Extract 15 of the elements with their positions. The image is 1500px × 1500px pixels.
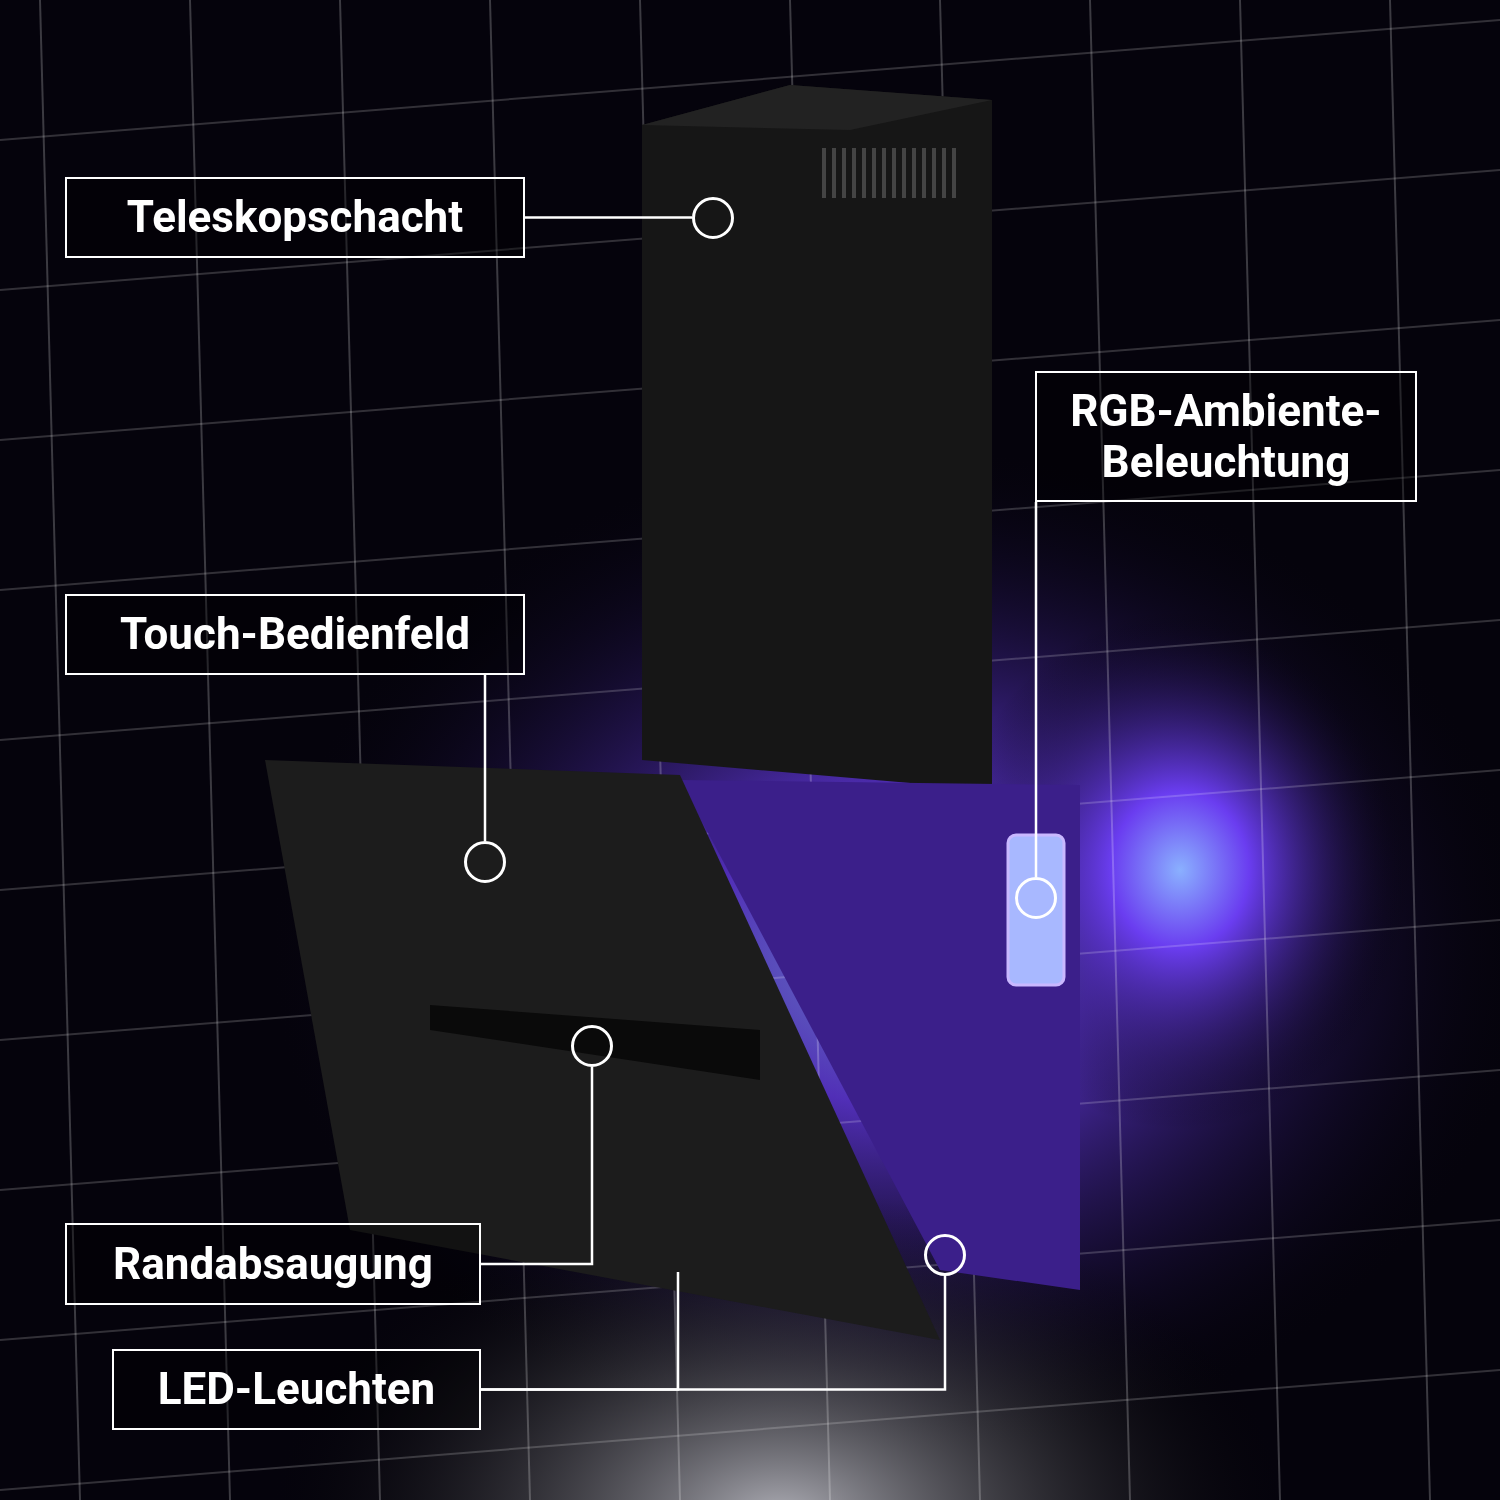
leader-line: [481, 1067, 594, 1266]
leader-line: [525, 216, 692, 219]
callout-circle: [1015, 877, 1057, 919]
leader-line: [481, 1272, 680, 1391]
leader-line: [1034, 502, 1038, 877]
callout-label: LED-Leuchten: [112, 1349, 481, 1430]
callout-circle: [571, 1025, 613, 1067]
callout-circle: [692, 197, 734, 239]
callout-circle: [464, 841, 506, 883]
callout-circle: [924, 1234, 966, 1276]
leader-line: [483, 675, 487, 841]
callout-label: Teleskopschacht: [65, 177, 525, 258]
callout-label: Randabsaugung: [65, 1223, 481, 1305]
callout-label: Touch-Bedienfeld: [65, 594, 525, 675]
callout-label: RGB-Ambiente-Beleuchtung: [1035, 371, 1417, 502]
